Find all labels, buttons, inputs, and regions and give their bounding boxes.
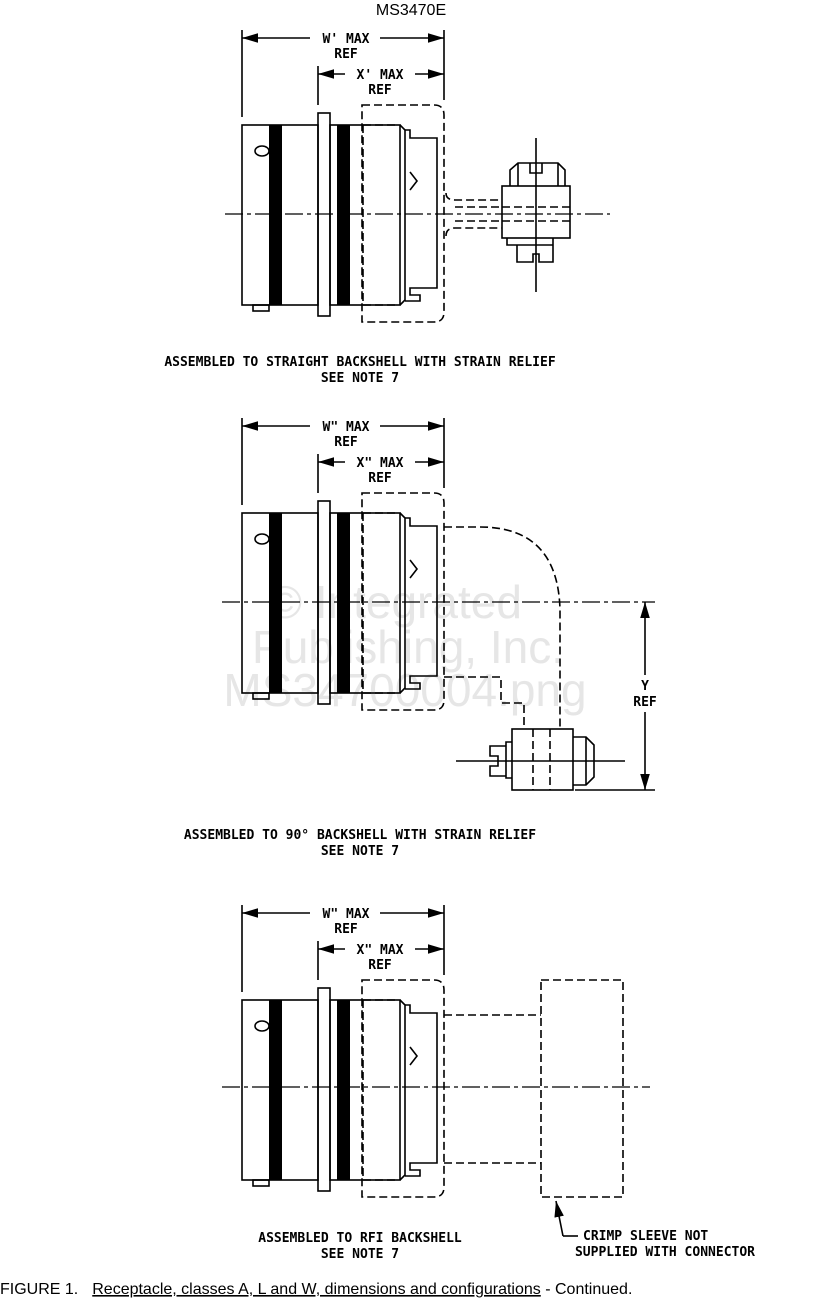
strain-relief-clamp	[445, 138, 571, 292]
view-caption: ASSEMBLED TO STRAIGHT BACKSHELL WITH STR…	[164, 355, 556, 370]
leader-arrow	[554, 1200, 564, 1237]
rfi-backshell	[444, 1014, 541, 1164]
view-note: SEE NOTE 7	[321, 371, 399, 386]
figure-title: Receptacle, classes A, L and W, dimensio…	[92, 1281, 541, 1298]
dim-w-label: W' MAX	[323, 32, 370, 47]
elbow-backshell	[444, 526, 625, 791]
view-note: SEE NOTE 7	[321, 844, 399, 859]
view-90-backshell: W" MAX REF X" MAX REF Y REF ASSEMBLED TO…	[184, 418, 657, 859]
document-title: MS3470E	[376, 2, 446, 19]
dim-w-ref: REF	[334, 435, 358, 450]
dim-y-ref: REF	[633, 695, 657, 710]
callout-line-2: SUPPLIED WITH CONNECTOR	[575, 1245, 755, 1260]
crimp-sleeve	[540, 979, 624, 1198]
dim-x-ref: REF	[368, 471, 392, 486]
dim-x-ref: REF	[368, 83, 392, 98]
figure-label: FIGURE 1.	[0, 1281, 78, 1298]
dim-x-label: X" MAX	[357, 943, 404, 958]
dim-w-ref: REF	[334, 922, 358, 937]
view-straight-backshell: W' MAX REF X' MAX REF ASSEMBLED TO STRAI…	[164, 30, 610, 386]
view-caption: ASSEMBLED TO 90° BACKSHELL WITH STRAIN R…	[184, 828, 536, 843]
figure-caption: FIGURE 1. Receptacle, classes A, L and W,…	[0, 1281, 632, 1298]
figure-suffix: - Continued.	[541, 1281, 633, 1298]
dim-y: Y REF	[575, 602, 657, 791]
dim-w-ref: REF	[334, 47, 358, 62]
connector-body	[242, 905, 444, 1197]
dim-y-label: Y	[641, 679, 649, 694]
dim-x-label: X" MAX	[357, 456, 404, 471]
connector-body	[242, 30, 444, 322]
view-rfi-backshell: W" MAX REF X" MAX REF CRIMP SLEEVE NOT S…	[222, 905, 755, 1262]
dim-x-ref: REF	[368, 958, 392, 973]
dim-w-label: W" MAX	[323, 420, 370, 435]
view-caption: ASSEMBLED TO RFI BACKSHELL	[258, 1231, 462, 1246]
callout-line-1: CRIMP SLEEVE NOT	[583, 1229, 708, 1244]
view-note: SEE NOTE 7	[321, 1247, 399, 1262]
dim-x-label: X' MAX	[357, 68, 404, 83]
watermark: © Integrated Publishing, Inc. MS34700004…	[223, 576, 586, 716]
svg-text:Publishing, Inc.: Publishing, Inc.	[252, 621, 564, 673]
dim-w-label: W" MAX	[323, 907, 370, 922]
